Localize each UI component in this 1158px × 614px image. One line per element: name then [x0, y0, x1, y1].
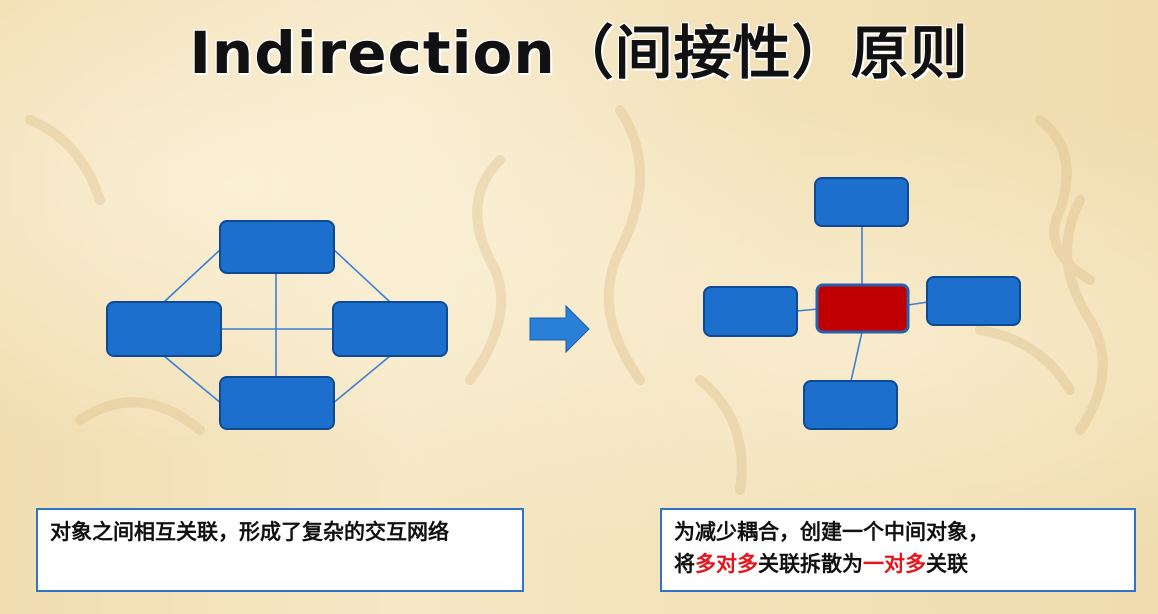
- object-box-bottom: [219, 376, 335, 430]
- left-caption: 对象之间相互关联，形成了复杂的交互网络: [36, 508, 524, 592]
- right-caption: 为减少耦合，创建一个中间对象， 将多对多关联拆散为一对多关联: [660, 508, 1136, 592]
- slide-title: Indirection（间接性）原则: [189, 19, 969, 87]
- hub-object-box-left: [703, 286, 798, 337]
- highlight-one-to-many: 一对多: [863, 551, 926, 576]
- caption-text-segment: 将: [674, 551, 695, 576]
- caption-text-segment: 关联: [926, 551, 968, 576]
- right-caption-line2: 将多对多关联拆散为一对多关联: [674, 548, 1122, 580]
- intermediary-object-box: [815, 283, 910, 334]
- hub-object-box-top: [814, 177, 909, 227]
- object-box-top: [219, 220, 335, 274]
- hub-connectors: [796, 225, 929, 382]
- left-caption-text: 对象之间相互关联，形成了复杂的交互网络: [50, 519, 449, 544]
- right-caption-line1: 为减少耦合，创建一个中间对象，: [674, 519, 989, 544]
- hub-object-box-right: [926, 276, 1021, 326]
- object-box-left: [106, 301, 222, 357]
- many-to-many-network: [106, 220, 448, 430]
- highlight-many-to-many: 多对多: [695, 551, 758, 576]
- object-box-right: [332, 301, 448, 357]
- caption-text-segment: 关联拆散为: [758, 551, 863, 576]
- network-connectors: [163, 247, 391, 405]
- right-arrow-icon: [529, 304, 590, 354]
- hub-object-box-bottom: [803, 380, 898, 430]
- one-to-many-network: [703, 177, 1021, 430]
